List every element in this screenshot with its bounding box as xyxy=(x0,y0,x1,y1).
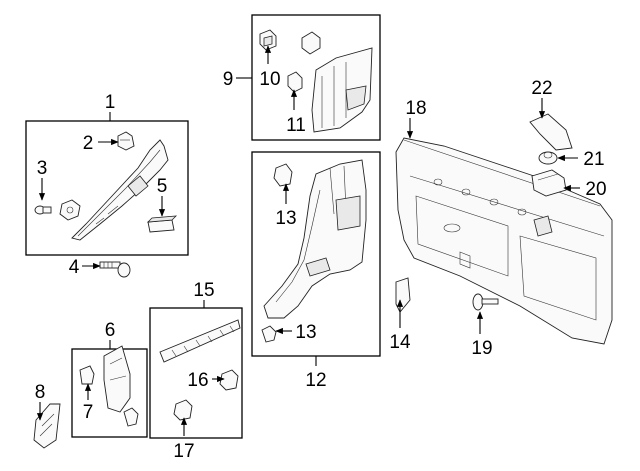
push-pin-19 xyxy=(472,293,499,311)
clip-part-2 xyxy=(117,131,135,151)
callout-18: 18 xyxy=(405,98,426,119)
callout-5: 5 xyxy=(157,176,168,197)
callout-16: 16 xyxy=(187,370,208,391)
bolt-part-4 xyxy=(99,261,131,278)
callout-19: 19 xyxy=(471,338,492,359)
leader-lines xyxy=(36,45,580,436)
clip-part-10 xyxy=(259,29,277,51)
callout-20: 20 xyxy=(585,179,606,200)
clip-part-13-lower xyxy=(261,325,277,343)
callout-8: 8 xyxy=(35,382,46,403)
callout-7: 7 xyxy=(83,402,94,423)
clip-part-13-upper xyxy=(273,163,293,187)
bracket-part-6 xyxy=(103,345,131,413)
pad-part-5 xyxy=(146,215,178,233)
clip-part-box6-b xyxy=(123,407,139,427)
callout-21: 21 xyxy=(583,149,604,170)
group-box-15 xyxy=(149,307,243,439)
clip-part-11 xyxy=(287,71,303,93)
back-panel-18 xyxy=(395,137,613,345)
clip-part-17 xyxy=(173,399,193,421)
callout-10: 10 xyxy=(259,69,280,90)
bracket-part-14 xyxy=(395,277,411,313)
callout-13-upper: 13 xyxy=(275,208,296,229)
clip-part-7 xyxy=(79,365,95,385)
group-box-1 xyxy=(25,120,189,256)
clip-part-box9-b xyxy=(301,31,321,55)
callout-4: 4 xyxy=(69,257,80,278)
pillar-trim-part xyxy=(71,139,169,241)
callout-11: 11 xyxy=(286,115,306,136)
scuff-plate-15 xyxy=(159,319,241,363)
callout-6: 6 xyxy=(105,320,116,341)
callout-3: 3 xyxy=(37,158,48,179)
nut-part xyxy=(59,199,81,221)
clip-part-16 xyxy=(219,369,239,391)
callout-14: 14 xyxy=(389,332,411,353)
callout-22: 22 xyxy=(531,78,552,99)
trim-panel-box9 xyxy=(311,47,373,133)
cap-part-20 xyxy=(531,169,567,197)
callout-9: 9 xyxy=(223,69,234,90)
callout-17: 17 xyxy=(173,441,194,462)
nut-part-21 xyxy=(538,151,558,165)
callout-2: 2 xyxy=(83,133,94,154)
quarter-trim-panel-12 xyxy=(263,159,367,319)
callout-13-lower: 13 xyxy=(295,322,316,343)
bracket-part-8 xyxy=(33,403,61,449)
callout-15: 15 xyxy=(193,280,214,301)
screw-part-3 xyxy=(34,205,52,215)
callout-1: 1 xyxy=(105,92,116,113)
trim-part-22 xyxy=(529,113,573,151)
callout-12: 12 xyxy=(305,370,326,391)
